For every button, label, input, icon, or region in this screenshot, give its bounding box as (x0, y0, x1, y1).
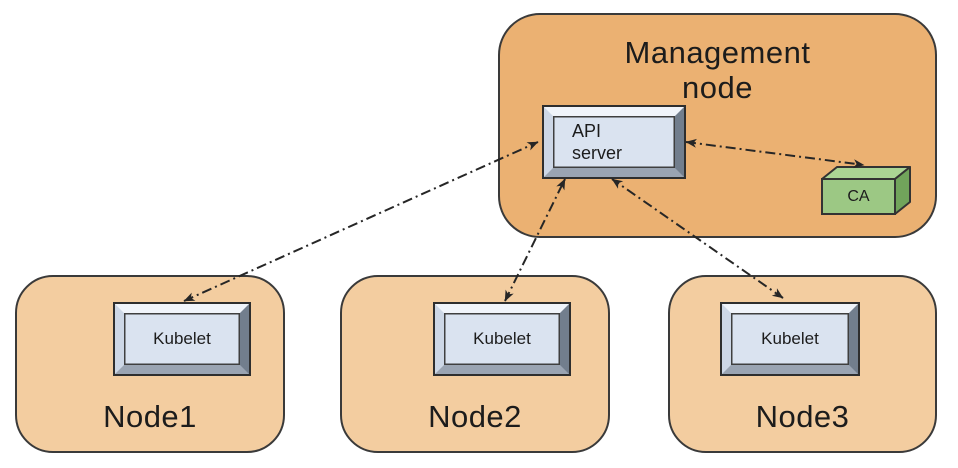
ca-box: CA (814, 162, 914, 218)
node1-label: Node1 (103, 399, 197, 434)
worker-node-1: Kubelet Node1 (15, 275, 285, 453)
kubelet-label: Kubelet (473, 329, 531, 348)
node3-label: Node3 (755, 399, 850, 434)
kubelet-label: Kubelet (153, 329, 211, 348)
management-node: Management node API server CA (498, 13, 937, 238)
kubelet-box-node1: Kubelet (113, 302, 251, 376)
kubelet-box-node3: Kubelet (720, 302, 860, 376)
worker-node-2: Kubelet Node2 (340, 275, 610, 453)
api-server-box: API server (542, 105, 686, 179)
ca-label: CA (847, 187, 870, 205)
worker-node-3: Kubelet Node3 (668, 275, 937, 453)
ca-cuboid-shape (821, 166, 911, 215)
kubelet-box-node2: Kubelet (433, 302, 571, 376)
api-server-label: API server (572, 121, 623, 163)
management-node-label: Management node (624, 35, 811, 105)
kubelet-label: Kubelet (761, 329, 819, 348)
node2-label: Node2 (428, 399, 522, 434)
